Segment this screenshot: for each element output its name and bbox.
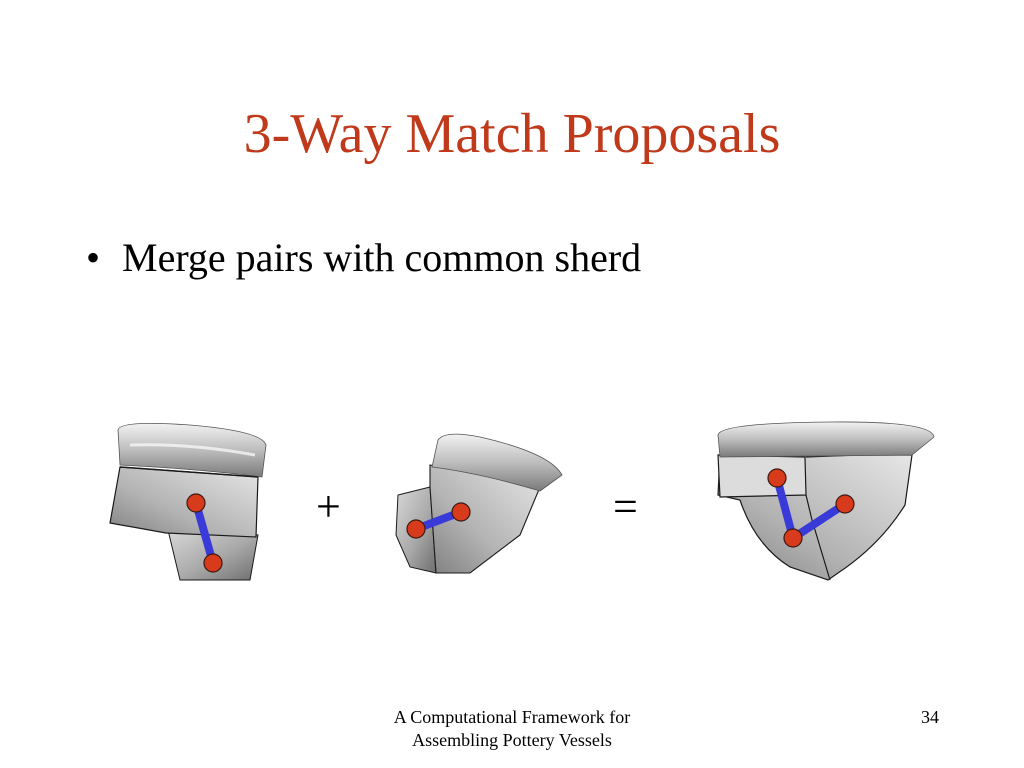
sherd-node-merged-center [783,528,803,548]
sherd-rim-middle [431,433,563,492]
sherd-node-middle-left [406,519,426,539]
page-number: 34 [921,707,939,727]
sherd-node-left-top [186,493,206,513]
sherd-node-left-bottom [203,553,223,573]
match-edge-left [192,501,217,565]
sherd-rim-left [117,422,267,478]
match-edge-merged-a [773,476,797,540]
equals-sign: = [613,482,638,531]
sherd-pair-middle [395,433,563,574]
sherd-pair-left [109,422,267,581]
sherd-merged-rim [717,421,935,458]
sherd-node-middle-right [451,502,471,522]
bullet-dot-icon: • [86,235,101,280]
plus-sign: + [316,482,341,531]
slide-footer: A Computational Framework for Assembling… [330,706,694,752]
footer-line-1: A Computational Framework for [393,707,631,727]
sherd-merged [717,421,935,581]
sherd-node-merged-right [835,494,855,514]
match-edge-merged-b [790,500,848,542]
bullet-item: • Merge pairs with common sherd [86,234,641,282]
slide-title: 3-Way Match Proposals [243,103,781,165]
match-figure: + = [0,395,1024,595]
sherd-illustration [109,421,935,581]
sherd-node-merged-top [767,468,787,488]
footer-line-2: Assembling Pottery Vessels [412,730,612,750]
bullet-text: Merge pairs with common sherd [122,235,642,280]
sherd-upper-left [109,466,259,538]
